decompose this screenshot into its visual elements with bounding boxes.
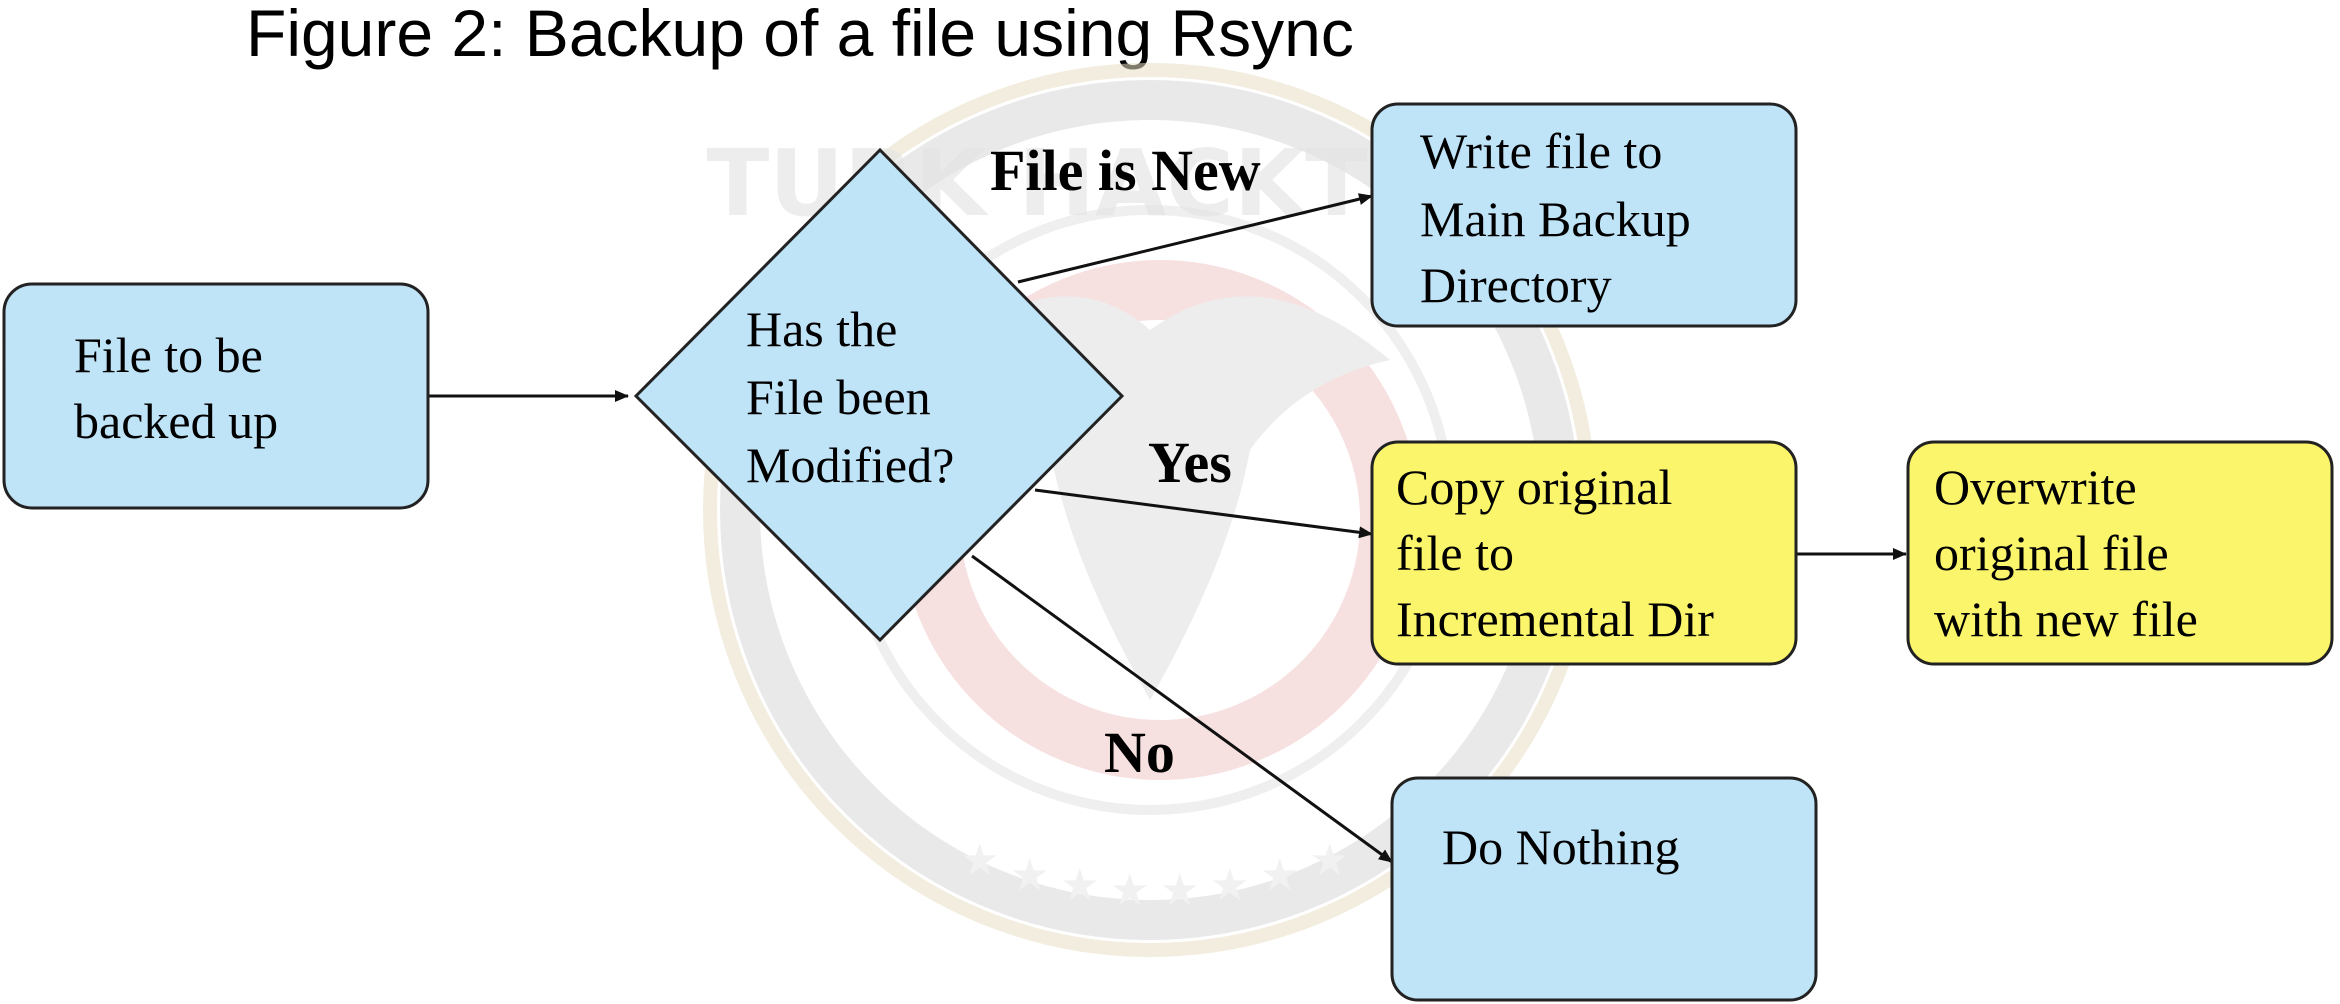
node-write-line-1: Write file to (1420, 123, 1662, 179)
node-overwrite: Overwrite original file with new file (1906, 440, 2334, 666)
node-start-line-2: backed up (74, 393, 278, 449)
node-overwrite-line-3: with new file (1934, 591, 2198, 647)
node-decision-line-2: File been (746, 369, 931, 425)
node-write-line-3: Directory (1420, 257, 1612, 313)
svg-text:★: ★ (1260, 850, 1299, 901)
node-copy-line-1: Copy original (1396, 459, 1672, 515)
node-start: File to be backed up (2, 282, 430, 510)
node-decision-diamond (633, 147, 1125, 643)
svg-text:★: ★ (1110, 865, 1149, 916)
node-overwrite-box (1906, 440, 2334, 666)
svg-text:★: ★ (1160, 865, 1199, 916)
svg-text:★: ★ (1210, 860, 1249, 911)
edges (428, 193, 1907, 864)
node-start-line-1: File to be (74, 327, 263, 383)
node-overwrite-text: Overwrite original file with new file (1934, 459, 2198, 647)
edge-decision-to-nothing (971, 554, 1393, 864)
watermark-stars: ★ ★ ★ ★ ★ ★ ★ ★ (960, 835, 1349, 916)
node-write-box (1370, 102, 1798, 328)
node-write-text: Write file to Main Backup Directory (1420, 123, 1703, 313)
edge-decision-to-write (1017, 193, 1373, 284)
node-write-line-2: Main Backup (1420, 191, 1691, 247)
svg-text:★: ★ (1310, 835, 1349, 886)
edge-decision-to-copy (1034, 488, 1373, 539)
node-decision-line-1: Has the (746, 301, 897, 357)
node-nothing: Do Nothing (1390, 776, 1818, 1002)
node-start-text: File to be backed up (74, 327, 278, 449)
svg-text:★: ★ (1060, 860, 1099, 911)
figure-title: Figure 2: Backup of a file using Rsync (246, 0, 1354, 70)
node-copy-line-3: Incremental Dir (1396, 591, 1714, 647)
node-copy-text: Copy original file to Incremental Dir (1396, 459, 1714, 647)
node-copy-line-2: file to (1396, 525, 1514, 581)
node-nothing-line-1: Do Nothing (1442, 819, 1680, 875)
svg-text:★: ★ (1010, 850, 1049, 901)
node-decision: Has the File been Modified? (633, 147, 1125, 643)
node-decision-text: Has the File been Modified? (746, 301, 954, 493)
node-copy-box (1370, 440, 1798, 666)
node-nothing-text: Do Nothing (1442, 819, 1680, 875)
edge-label-no: No (1104, 720, 1175, 785)
node-overwrite-line-2: original file (1934, 525, 2169, 581)
node-overwrite-line-1: Overwrite (1934, 459, 2137, 515)
edge-label-file-is-new: File is New (990, 138, 1261, 203)
node-copy: Copy original file to Incremental Dir (1370, 440, 1798, 666)
edge-label-yes: Yes (1148, 430, 1232, 495)
node-start-box (2, 282, 430, 510)
svg-text:★: ★ (960, 835, 999, 886)
node-write: Write file to Main Backup Directory (1370, 102, 1798, 328)
node-nothing-box (1390, 776, 1818, 1002)
node-decision-line-3: Modified? (746, 437, 954, 493)
